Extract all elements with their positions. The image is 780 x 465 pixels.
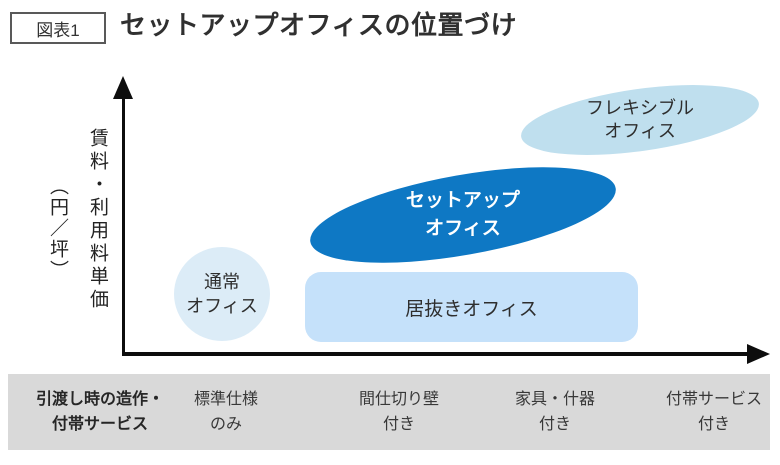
bubble-setup-office-label-line2: オフィス: [425, 218, 501, 240]
x-axis-row-header-line1: 引渡し時の造作・: [35, 391, 164, 408]
bubble-flexible-office: フレキシブル オフィス: [516, 72, 764, 168]
x-axis-category-band: 引渡し時の造作・ 付帯サービス 標準仕様 のみ 間仕切り壁 付き 家具・什器 付…: [8, 374, 770, 450]
bubble-normal-office: 通常 オフィス: [174, 247, 270, 341]
bubble-normal-office-label-line2: オフィス: [186, 296, 258, 316]
x-axis-category-standard: 標準仕様 のみ: [151, 387, 301, 437]
x-axis-line: [122, 352, 750, 356]
bubble-flexible-office-label-line2: オフィス: [604, 121, 676, 141]
x-axis-category-partition: 間仕切り壁 付き: [324, 387, 474, 437]
x-axis-category-partition-line1: 間仕切り壁: [358, 391, 439, 408]
x-axis-row-header-line2: 付帯サービス: [51, 416, 148, 433]
y-axis-arrow-icon: [113, 76, 133, 99]
bubble-setup-office: セットアップ オフィス: [303, 148, 623, 282]
x-axis-category-furniture-line2: 付き: [538, 416, 571, 433]
bubble-flexible-office-label-line1: フレキシブル: [586, 97, 694, 118]
bubble-inuki-office-label: 居抜きオフィス: [405, 298, 538, 320]
bubble-setup-office-label-line1: セットアップ: [405, 190, 521, 212]
x-axis-category-standard-line1: 標準仕様: [193, 391, 258, 408]
x-axis-category-services-line1: 付帯サービス: [665, 391, 762, 408]
bubble-inuki-office: 居抜きオフィス: [305, 272, 638, 342]
x-axis-category-furniture-line1: 家具・什器: [514, 391, 595, 408]
figure-tag: 図表1: [10, 12, 106, 44]
x-axis-category-partition-line2: 付き: [382, 416, 415, 433]
x-axis-row-header: 引渡し時の造作・ 付帯サービス: [20, 387, 180, 437]
x-axis-category-services: 付帯サービス 付き: [639, 387, 780, 437]
y-axis-unit-label: （円／坪）: [47, 176, 68, 281]
x-axis-arrow-icon: [747, 344, 770, 364]
x-axis-category-furniture: 家具・什器 付き: [480, 387, 630, 437]
x-axis-category-standard-line2: のみ: [209, 416, 242, 433]
bubble-normal-office-label-line1: 通常: [203, 271, 240, 292]
x-axis-category-services-line2: 付き: [697, 416, 730, 433]
figure-title: セットアップオフィスの位置づけ: [120, 10, 517, 40]
y-axis-label: 賃料・利用料単価: [87, 128, 108, 312]
y-axis-line: [122, 94, 125, 356]
